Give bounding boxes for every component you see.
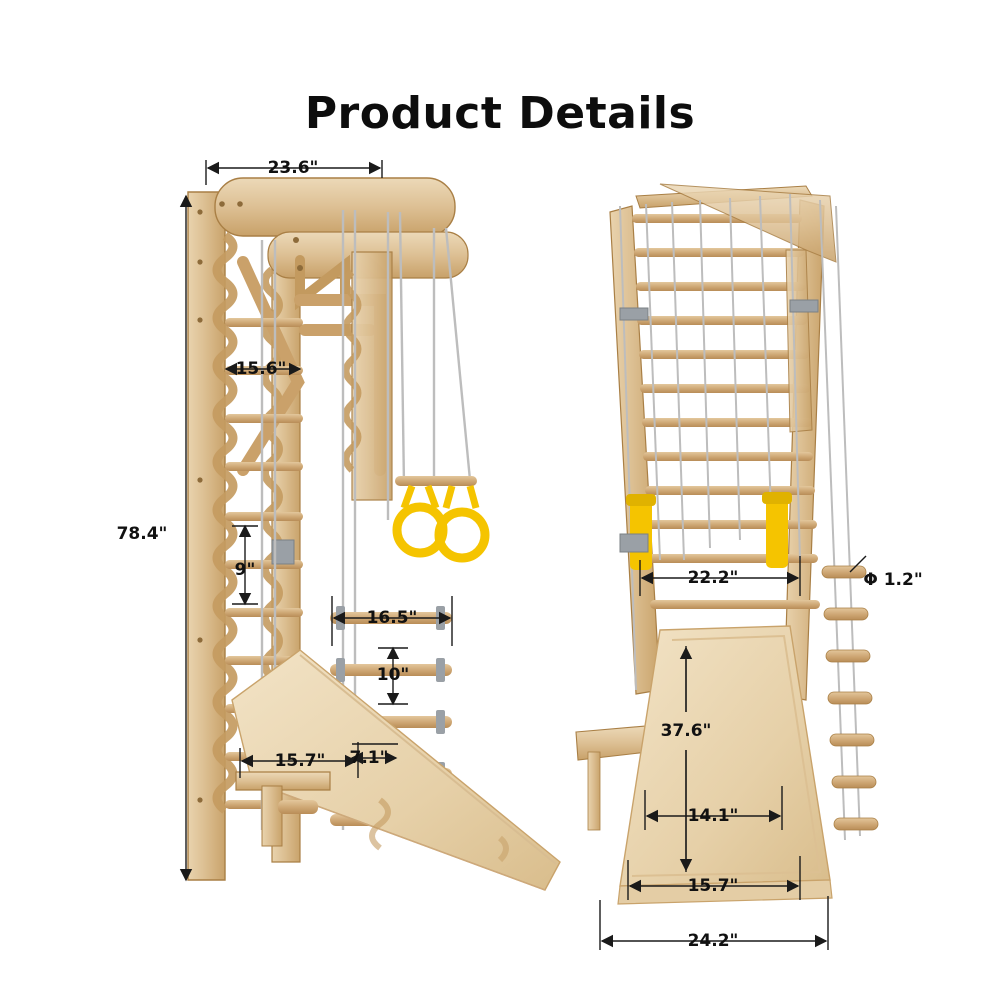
side-view-group xyxy=(187,177,561,891)
dimension-label-rope-ladder-width: 16.5" xyxy=(366,608,418,628)
page-title: Product Details xyxy=(304,88,696,139)
zigzag-panel xyxy=(342,251,393,501)
front-ropes xyxy=(619,193,861,841)
dimension-label-ladder-step-width: 15.6" xyxy=(235,359,287,379)
bench-step xyxy=(235,771,331,847)
dimension-label-slide-width-inner: 14.1" xyxy=(687,806,739,826)
dimension-label-rung-diameter: Φ 1.2" xyxy=(863,570,923,590)
front-view-group xyxy=(575,183,879,905)
dimension-label-base-width: 24.2" xyxy=(687,931,739,951)
climbing-wall-panel xyxy=(187,191,238,881)
dimension-label-slide-width-outer: 15.7" xyxy=(687,876,739,896)
bracket-plates-front xyxy=(619,299,819,553)
dimension-label-rung-spacing: 9" xyxy=(234,560,256,580)
dimension-label-top-width: 23.6" xyxy=(267,158,319,178)
dimension-label-slide-length: 37.6" xyxy=(660,721,712,741)
gymnastic-rings xyxy=(392,476,490,563)
dimension-label-frame-inner-width: 22.2" xyxy=(687,568,739,588)
dimension-label-bench-offset: 7.1" xyxy=(349,748,389,768)
wall-bars-ladder xyxy=(609,183,837,701)
climbing-pegs xyxy=(821,565,879,831)
dimension-lines xyxy=(179,160,867,950)
dimension-label-rope-rung-spacing: 10" xyxy=(376,665,410,685)
dimension-label-bench-depth: 15.7" xyxy=(274,751,326,771)
dimension-label-overall-height: 78.4" xyxy=(116,524,168,544)
